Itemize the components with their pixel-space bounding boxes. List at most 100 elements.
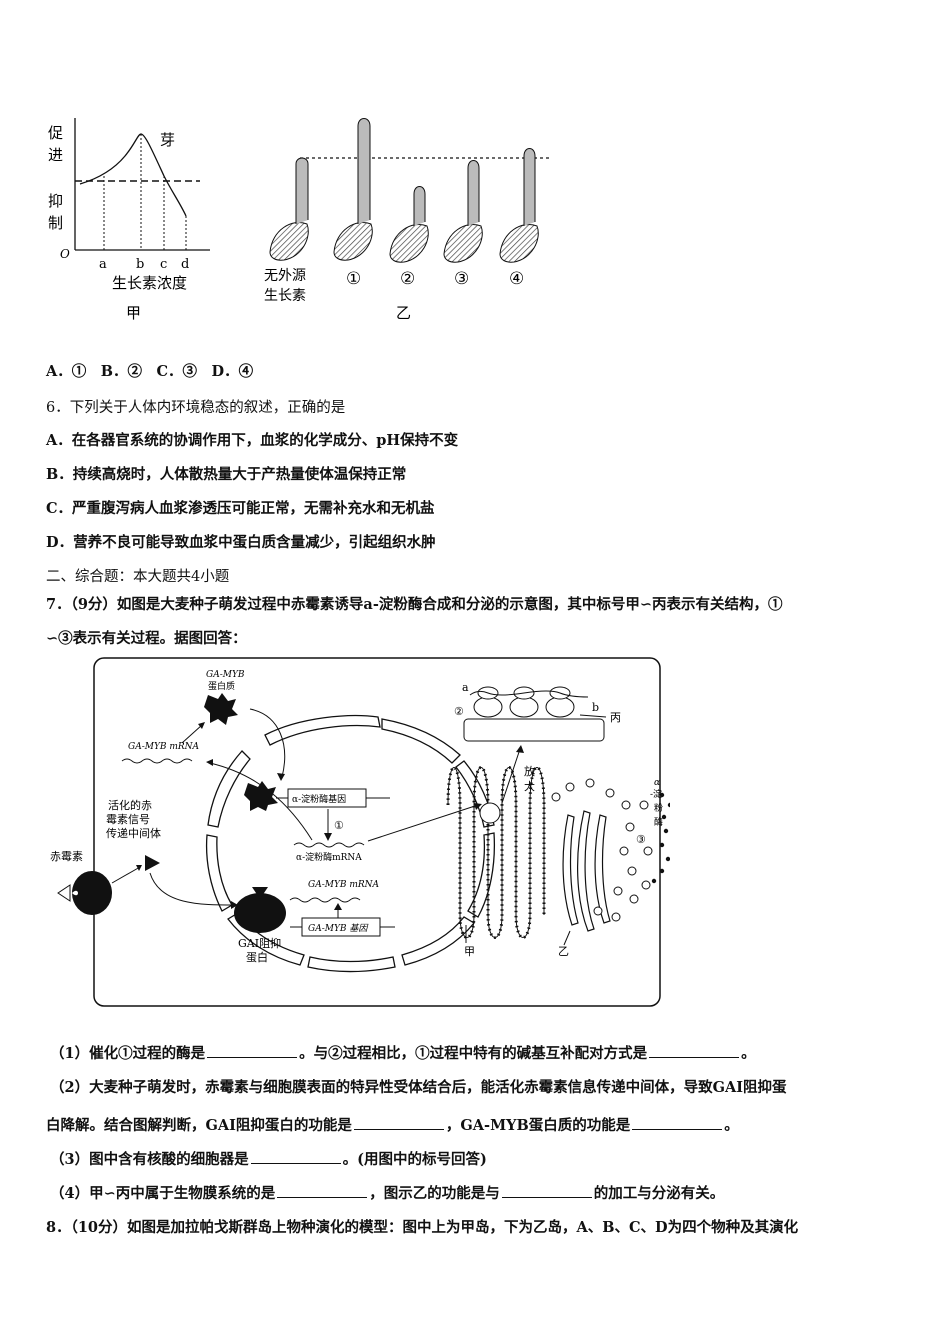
label-step-3: ③ [636, 833, 646, 846]
label-gamyb-protein-1: GA-MYB [206, 670, 245, 680]
receptor-blob [72, 871, 112, 915]
q7-sub1-blank-1[interactable] [207, 1043, 298, 1058]
q6-option-a: A．在各器官系统的协调作用下，血浆的化学成分、pH保持不变 [46, 432, 459, 449]
seedling-1 [333, 118, 373, 261]
gamyb-gene-box [301, 917, 381, 937]
q6-option-d: D．营养不良可能导致血浆中蛋白质含量减少，引起组织水肿 [46, 534, 436, 551]
label-zoom-2: 大 [524, 779, 535, 793]
q7-sub4-b: ，图示乙的功能是与 [369, 1185, 500, 1202]
label-enzyme-3: 粉 [654, 802, 663, 814]
curve-label-bud: 芽 [160, 131, 175, 149]
ribosome-zoom-box [463, 718, 605, 742]
label-a: a [462, 681, 469, 694]
q8-stem-1: 8．（10分）如图是加拉帕戈斯群岛上物种演化的模型：图中上为甲岛，下为乙岛，A、… [46, 1219, 799, 1236]
label-2: ② [400, 269, 415, 289]
q7-sub3-a: （3）图中含有核酸的细胞器是 [50, 1151, 249, 1168]
seedling-4 [499, 148, 539, 263]
gai-repressor [234, 893, 286, 933]
seedling-2 [389, 186, 429, 263]
label-signal-2: 霉素信号 [106, 813, 150, 826]
q7-sub3-b: 。(用图中的标号回答) [342, 1151, 487, 1168]
q7-stem-2: ∽③表示有关过程。据图回答： [46, 630, 247, 647]
golgi-yi [562, 810, 611, 932]
vesicles [551, 778, 653, 922]
q7-sub2-b: 白降解。结合图解判断，GAI阻抑蛋白的功能是 [46, 1117, 352, 1134]
mrna-strand-zoom [469, 690, 589, 698]
mrna-wave-cyto [121, 758, 193, 764]
label-bing: 丙 [610, 711, 621, 724]
label-1: ① [346, 269, 361, 289]
x-axis-label: 生长素浓度 [112, 274, 187, 292]
q7-sub3-blank[interactable] [250, 1149, 341, 1164]
y-label-promote-2: 进 [48, 146, 63, 164]
tick-a: a [99, 257, 107, 272]
label-enzyme-4: 酶 [654, 816, 663, 828]
q7-sub2-c: ，GA-MYB蛋白质的功能是 [445, 1117, 631, 1134]
y-label-inhibit-2: 制 [48, 214, 63, 232]
tick-b: b [136, 257, 144, 272]
q7-sub4-c: 的加工与分泌有关。 [593, 1185, 725, 1202]
label-zoom-1: 放 [524, 764, 535, 778]
q7-sub1: （1）催化①过程的酶是 。与②过程相比，①过程中特有的碱基互补配对方式是 。 [50, 1042, 756, 1063]
y-label-promote-1: 促 [48, 124, 63, 142]
q7-stem-1: 7．（9分）如图是大麦种子萌发过程中赤霉素诱导a-淀粉酶合成和分泌的示意图，其中… [46, 596, 783, 613]
gamyb-protein-shape [204, 693, 238, 725]
q7-sub2-line1: （2）大麦种子萌发时，赤霉素与细胞膜表面的特异性受体结合后，能活化赤霉素信息传递… [50, 1079, 787, 1096]
label-step-2: ② [454, 705, 464, 718]
amylase-mrna-wave [293, 842, 365, 848]
label-no-auxin-2: 生长素 [264, 288, 306, 304]
label-signal-3: 传递中间体 [106, 826, 161, 840]
q7-sub1-c: 。 [741, 1045, 756, 1062]
figure-jia-auxin-curve: 促 进 抑 制 O 芽 a b c d 生长素浓度 甲 [48, 118, 210, 322]
label-yi-golgi: 乙 [558, 945, 569, 958]
cell-boundary [93, 657, 661, 1007]
label-no-auxin-1: 无外源 [264, 268, 306, 284]
amylase-gene-box [287, 788, 367, 808]
tick-d: d [181, 257, 189, 272]
label-gibberellin: 赤霉素 [50, 850, 83, 863]
q7-sub2-line2: 白降解。结合图解判断，GAI阻抑蛋白的功能是 ，GA-MYB蛋白质的功能是 。 [46, 1114, 739, 1135]
ribosomes [473, 686, 575, 718]
label-gamyb-protein-2: 蛋白质 [208, 680, 235, 692]
label-4: ④ [509, 269, 524, 289]
caption-yi: 乙 [396, 304, 411, 322]
label-step-1: ① [334, 819, 344, 832]
label-gamyb-mrna-cyto: GA-MYB mRNA [128, 742, 200, 752]
q7-sub2-d: 。 [724, 1117, 739, 1134]
label-gai-1: GAI阻抑 [238, 936, 281, 950]
section-2-heading: 二、综合题：本大题共4小题 [46, 569, 230, 585]
figure-q7-amylase-pathway: 赤霉素 活化的赤 霉素信号 传递中间体 GAI阻抑 蛋白 GA-MYB 蛋白质 … [50, 657, 670, 1007]
q7-sub1-blank-2[interactable] [649, 1043, 740, 1058]
label-enzyme-1: α [654, 778, 660, 788]
label-3: ③ [454, 269, 469, 289]
q6-option-b: B．持续高烧时，人体散热量大于产热量使体温保持正常 [46, 466, 407, 483]
seedling-3 [443, 160, 483, 263]
label-b: b [592, 701, 599, 714]
q5-options: A．① B．② C．③ D．④ [46, 363, 254, 380]
seedling-0 [269, 157, 309, 261]
q7-sub4-blank-2[interactable] [501, 1183, 592, 1198]
label-jia-er: 甲 [464, 945, 475, 958]
figure-yi-coleoptiles: 无外源 生长素 ① ② ③ ④ 乙 [264, 118, 550, 322]
q7-sub1-b: 。与②过程相比，①过程中特有的碱基互补配对方式是 [299, 1045, 648, 1062]
label-amylase-gene: α-淀粉酶基因 [292, 793, 346, 805]
label-signal-1: 活化的赤 [108, 798, 152, 812]
q7-sub1-a: （1）催化①过程的酶是 [50, 1045, 206, 1062]
label-gamyb-gene: GA-MYB 基因 [308, 923, 369, 934]
label-gamyb-mrna-nuc: GA-MYB mRNA [308, 880, 380, 890]
y-label-inhibit-1: 抑 [48, 192, 63, 210]
q7-sub4-blank-1[interactable] [277, 1183, 368, 1198]
q7-sub2-blank-1[interactable] [353, 1115, 444, 1130]
tick-c: c [160, 257, 167, 272]
origin-label: O [60, 247, 70, 261]
gibberellin-triangle [57, 884, 71, 902]
q6-option-c: C．严重腹泻病人血浆渗透压可能正常，无需补充水和无机盐 [46, 500, 435, 517]
signal-triangle [145, 855, 160, 871]
q7-sub4: （4）甲∽丙中属于生物膜系统的是 ，图示乙的功能是与 的加工与分泌有关。 [50, 1182, 724, 1203]
gamyb-mrna-wave-nuc [289, 897, 361, 903]
q7-sub4-a: （4）甲∽丙中属于生物膜系统的是 [50, 1185, 276, 1202]
label-enzyme-2: -淀 [650, 788, 662, 800]
zoom-circle [479, 802, 501, 824]
q7-sub2-blank-2[interactable] [632, 1115, 723, 1130]
label-gai-2: 蛋白 [246, 950, 268, 964]
